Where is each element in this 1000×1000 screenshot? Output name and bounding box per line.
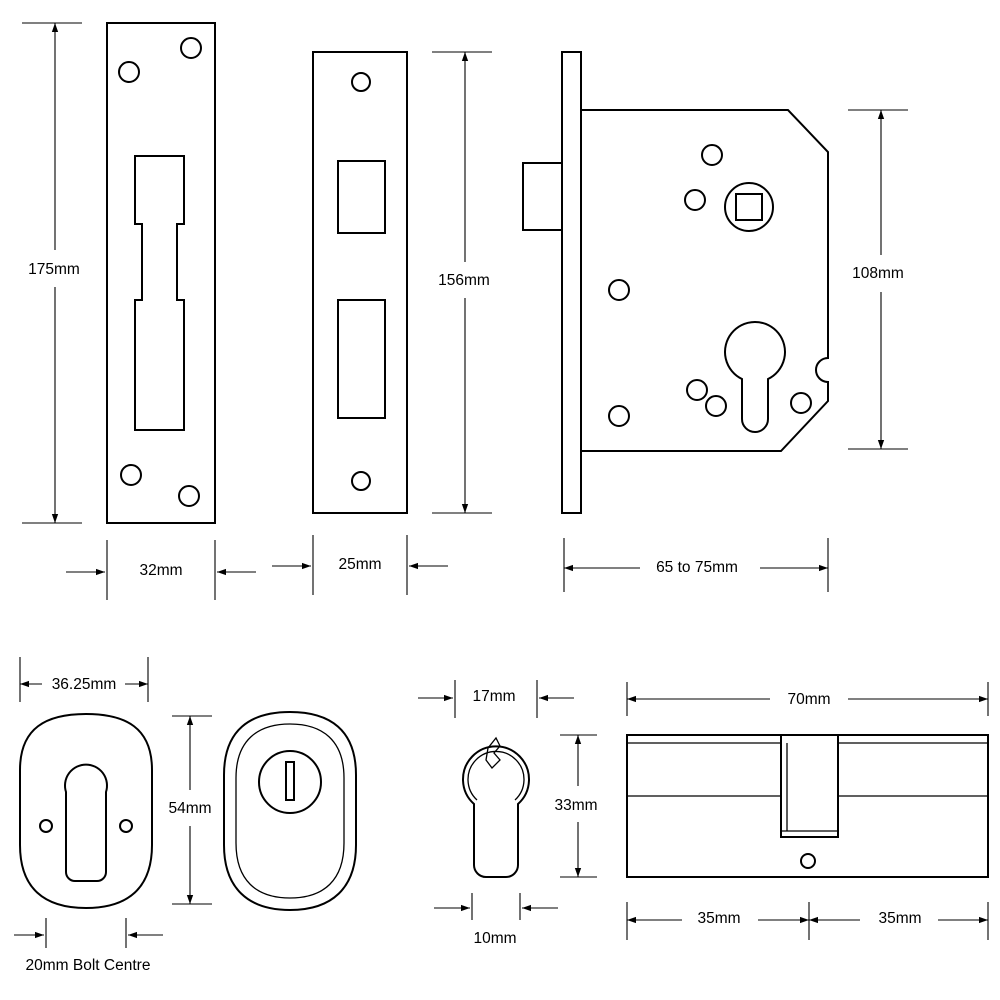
cylinder-half-left-label: 35mm xyxy=(697,910,740,927)
cylinder-head-width-label: 17mm xyxy=(472,688,515,705)
cylinder-length-dimension: 70mm xyxy=(626,682,989,716)
bolt-centre-dimension: 20mm Bolt Centre xyxy=(14,918,163,974)
escutcheon-height-dimension: 54mm xyxy=(168,715,212,905)
cylinder-height-dimension: 33mm xyxy=(554,734,598,878)
case-depth-dimension: 65 to 75mm xyxy=(563,538,829,592)
cylinder-height-label: 33mm xyxy=(554,797,597,814)
cylinder-head-width-dimension: 17mm xyxy=(418,680,574,718)
escutcheon-height-label: 54mm xyxy=(168,800,211,817)
forend-height-label: 175mm xyxy=(28,261,80,278)
case-height-label: 108mm xyxy=(852,265,904,282)
cylinder-length-label: 70mm xyxy=(787,691,830,708)
escutcheon-width-label: 36.25mm xyxy=(52,676,117,693)
forend-height-dimension: 175mm xyxy=(22,22,82,524)
cylinder-half-right-label: 35mm xyxy=(878,910,921,927)
cylinder-half-dimensions: 35mm 35mm xyxy=(626,902,989,940)
case-depth-label: 65 to 75mm xyxy=(656,559,738,576)
bolt-centre-label: 20mm Bolt Centre xyxy=(26,957,151,974)
strike-plate xyxy=(312,51,408,514)
forend-plate xyxy=(106,22,216,524)
strike-height-dimension: 156mm xyxy=(432,51,492,514)
forend-width-label: 32mm xyxy=(139,562,182,579)
strike-height-label: 156mm xyxy=(438,272,490,289)
escutcheon-cover xyxy=(223,710,357,912)
case-height-dimension: 108mm xyxy=(848,109,908,450)
sashlock-case xyxy=(522,51,829,514)
cylinder-end-view xyxy=(462,736,530,878)
strike-width-dimension: 25mm xyxy=(272,535,448,595)
escutcheon-profile xyxy=(19,712,153,910)
forend-width-dimension: 32mm xyxy=(66,540,256,600)
escutcheon-width-dimension: 36.25mm xyxy=(19,657,149,702)
strike-width-label: 25mm xyxy=(338,556,381,573)
cylinder-side-view xyxy=(626,734,989,878)
cylinder-body-width-dimension: 10mm xyxy=(434,893,558,947)
cylinder-body-width-label: 10mm xyxy=(473,930,516,947)
